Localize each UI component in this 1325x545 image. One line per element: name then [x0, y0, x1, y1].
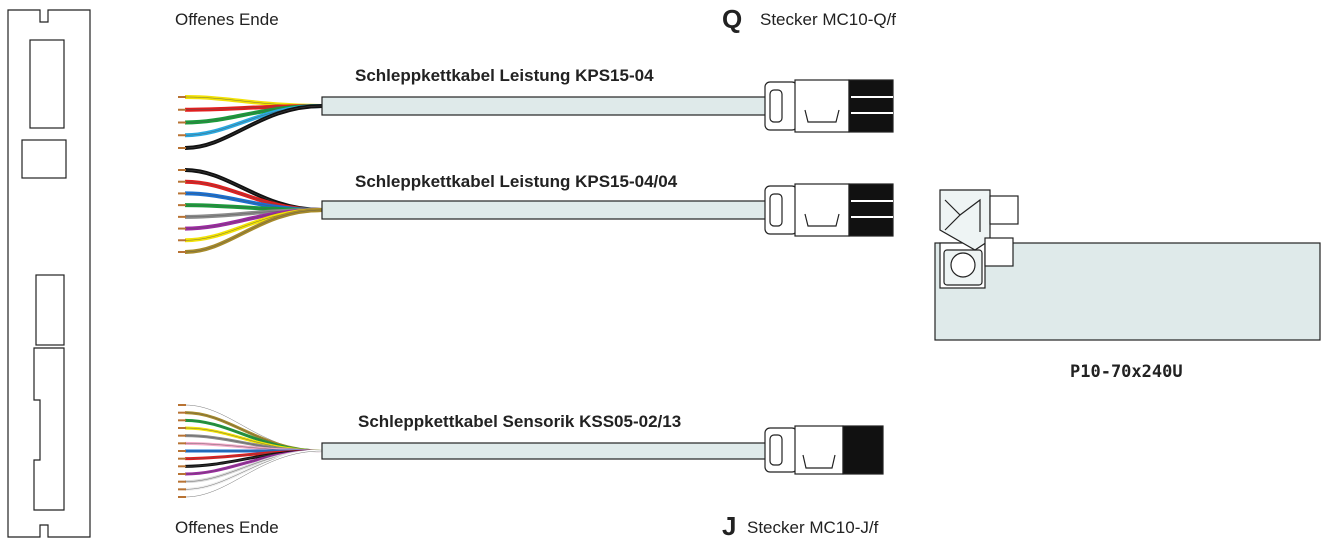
cable-kps15-04 [178, 95, 773, 150]
connector-j-name: Stecker MC10-J/f [747, 518, 879, 537]
motor-p10 [934, 189, 1321, 341]
connector-j [764, 425, 884, 475]
cable-kss05-02-13 [178, 403, 773, 499]
motor-model-label: P10-70x240U [1070, 362, 1183, 382]
wire-outline [184, 105, 323, 149]
connector-q-2 [764, 183, 894, 237]
cable-kss05-02-13-wires [178, 403, 323, 499]
cable-title-kss05-02-13: Schleppkettkabel Sensorik KSS05-02/13 [358, 412, 682, 431]
connector-q-name: Stecker MC10-Q/f [760, 10, 897, 29]
wire-outline [184, 209, 323, 253]
open-end-label-bottom: Offenes Ende [175, 518, 279, 537]
cable-title-kps15-04: Schleppkettkabel Leistung KPS15-04 [355, 66, 654, 85]
cable-kss05-02-13-jacket [321, 442, 773, 460]
cable-kps15-04-04 [178, 168, 773, 254]
cable-kps15-04-04-wires [178, 168, 323, 254]
drive-housing [7, 9, 91, 538]
cable-kps15-04-wires [178, 95, 323, 150]
cable-kps15-04-04-jacket [321, 200, 773, 220]
cable-title-kps15-04-04: Schleppkettkabel Leistung KPS15-04/04 [355, 172, 678, 191]
wire-outline [184, 450, 323, 498]
cable-kps15-04-jacket [321, 96, 773, 116]
connector-q-1 [764, 79, 894, 133]
open-end-label-top: Offenes Ende [175, 10, 279, 29]
connector-q-letter: Q [722, 4, 743, 34]
connector-j-letter: J [722, 511, 737, 541]
